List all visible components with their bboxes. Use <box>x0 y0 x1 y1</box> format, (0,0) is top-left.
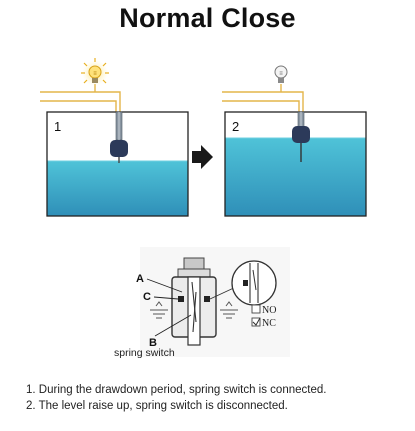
tank-1-wires <box>40 84 121 112</box>
right-arrow-icon <box>192 145 213 169</box>
legend-no: NO <box>251 304 276 316</box>
magnet-right <box>204 296 210 302</box>
checkbox-nc <box>251 317 261 327</box>
callout-b: B <box>149 337 157 349</box>
legend-nc: NC <box>251 317 276 329</box>
note-1: 1. During the drawdown period, spring sw… <box>26 384 327 396</box>
tank-1-group: ≡ 1 <box>40 58 189 217</box>
callout-a: A <box>136 273 144 285</box>
note-2: 2. The level raise up, spring switch is … <box>26 400 288 412</box>
page-title: Normal Close <box>119 3 296 33</box>
tank-1-label: 1 <box>54 119 61 134</box>
tank-2-label: 2 <box>232 119 239 134</box>
magnified-detail <box>209 260 277 306</box>
tank-2-water <box>225 138 366 216</box>
check-icon <box>252 317 261 326</box>
tank-2-wires <box>222 84 304 112</box>
spring-switch-caption: spring switch <box>114 347 175 359</box>
switch-diagram: A C B spring switch NO NC <box>114 247 290 359</box>
checkbox-no <box>251 304 261 314</box>
svg-text:≡: ≡ <box>279 71 283 77</box>
tank-1-water <box>47 161 188 216</box>
callout-c: C <box>143 291 151 303</box>
light-bulb-on-icon: ≡ <box>81 58 109 86</box>
light-bulb-off-icon: ≡ <box>274 65 288 83</box>
legend-nc-label: NC <box>262 318 276 329</box>
float-switch-2 <box>292 111 310 162</box>
legend-no-label: NO <box>262 305 276 316</box>
svg-text:≡: ≡ <box>93 71 97 77</box>
tank-2-group: ≡ 2 <box>222 65 367 217</box>
float-switch-1 <box>110 111 128 163</box>
magnet-left <box>178 296 184 302</box>
tank-2-border <box>224 111 367 217</box>
